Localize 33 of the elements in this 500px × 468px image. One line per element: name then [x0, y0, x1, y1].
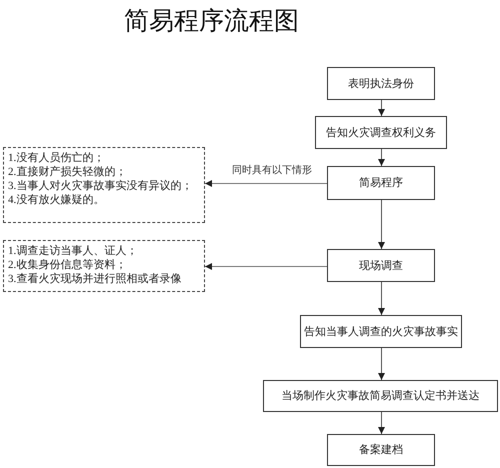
dashed-note-box — [3, 147, 205, 223]
edge-label: 同时具有以下情形 — [232, 164, 312, 176]
list-item: 2.直接财产损失轻微的； — [8, 166, 126, 179]
process-box — [327, 434, 435, 466]
dashed-note-box — [3, 240, 205, 292]
list-item: 3.查看火灾现场并进行照相或者录像 — [8, 273, 182, 286]
arrow — [204, 263, 328, 270]
arrow — [378, 100, 385, 116]
process-box — [327, 166, 435, 200]
process-box — [300, 315, 462, 348]
arrow — [204, 180, 328, 187]
arrow — [378, 148, 385, 166]
process-box — [327, 67, 435, 100]
step-label: 简易程序 — [359, 176, 403, 190]
step-label: 表明执法身份 — [348, 76, 414, 90]
step-label: 告知火灾调查权利义务 — [326, 126, 436, 140]
diagram-title: 简易程序流程图 — [124, 6, 299, 36]
process-box — [327, 249, 435, 282]
step-label: 备案建档 — [359, 443, 403, 457]
step-label: 现场调查 — [359, 258, 403, 272]
step-label: 当场制作火灾事故简易调查认定书并送达 — [282, 389, 480, 403]
list-item: 4.没有放火嫌疑的。 — [8, 194, 104, 207]
arrow — [378, 348, 385, 380]
arrow — [378, 282, 385, 316]
arrow — [378, 412, 385, 434]
process-box — [315, 116, 447, 149]
step-label: 告知当事人调查的火灾事故事实 — [304, 324, 458, 338]
list-item: 1.调查走访当事人、证人； — [8, 245, 138, 258]
arrow — [378, 200, 385, 250]
list-item: 3.当事人对火灾事故事实没有异议的； — [8, 180, 192, 193]
process-box — [263, 380, 498, 412]
list-item: 1.没有人员伤亡的； — [8, 152, 104, 165]
list-item: 2.收集身份信息等资料； — [8, 259, 126, 272]
